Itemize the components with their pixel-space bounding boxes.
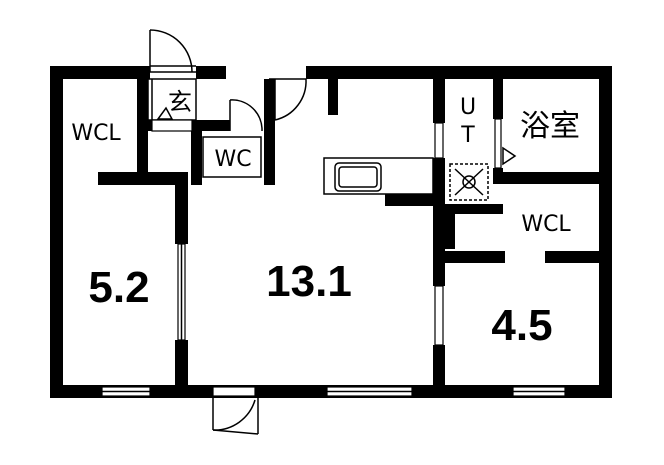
west-room-area: 5.2	[88, 263, 149, 312]
ut-bottom-label: T	[460, 123, 475, 148]
interior-sliding-doors	[177, 118, 502, 346]
wc-label: WC	[214, 147, 251, 172]
ut-top-label: U	[460, 95, 476, 120]
bathroom-label: 浴室	[520, 109, 580, 144]
genkan-details	[147, 78, 197, 132]
balcony-door	[212, 398, 259, 435]
washer-pan	[449, 163, 489, 201]
wcl-left-label: WCL	[71, 121, 121, 146]
wc-door	[202, 99, 263, 178]
bottom-windows	[101, 386, 566, 397]
genkan-label: 玄	[168, 88, 192, 116]
wcl-right-label: WCL	[521, 212, 571, 237]
bath-door-marker	[502, 146, 517, 166]
east-room-area: 4.5	[491, 301, 552, 350]
ldk-area: 13.1	[266, 257, 352, 306]
entrance-door	[149, 29, 196, 73]
ldk-door	[269, 78, 307, 121]
interior-walls	[98, 79, 612, 398]
kitchen-counter	[323, 157, 434, 195]
